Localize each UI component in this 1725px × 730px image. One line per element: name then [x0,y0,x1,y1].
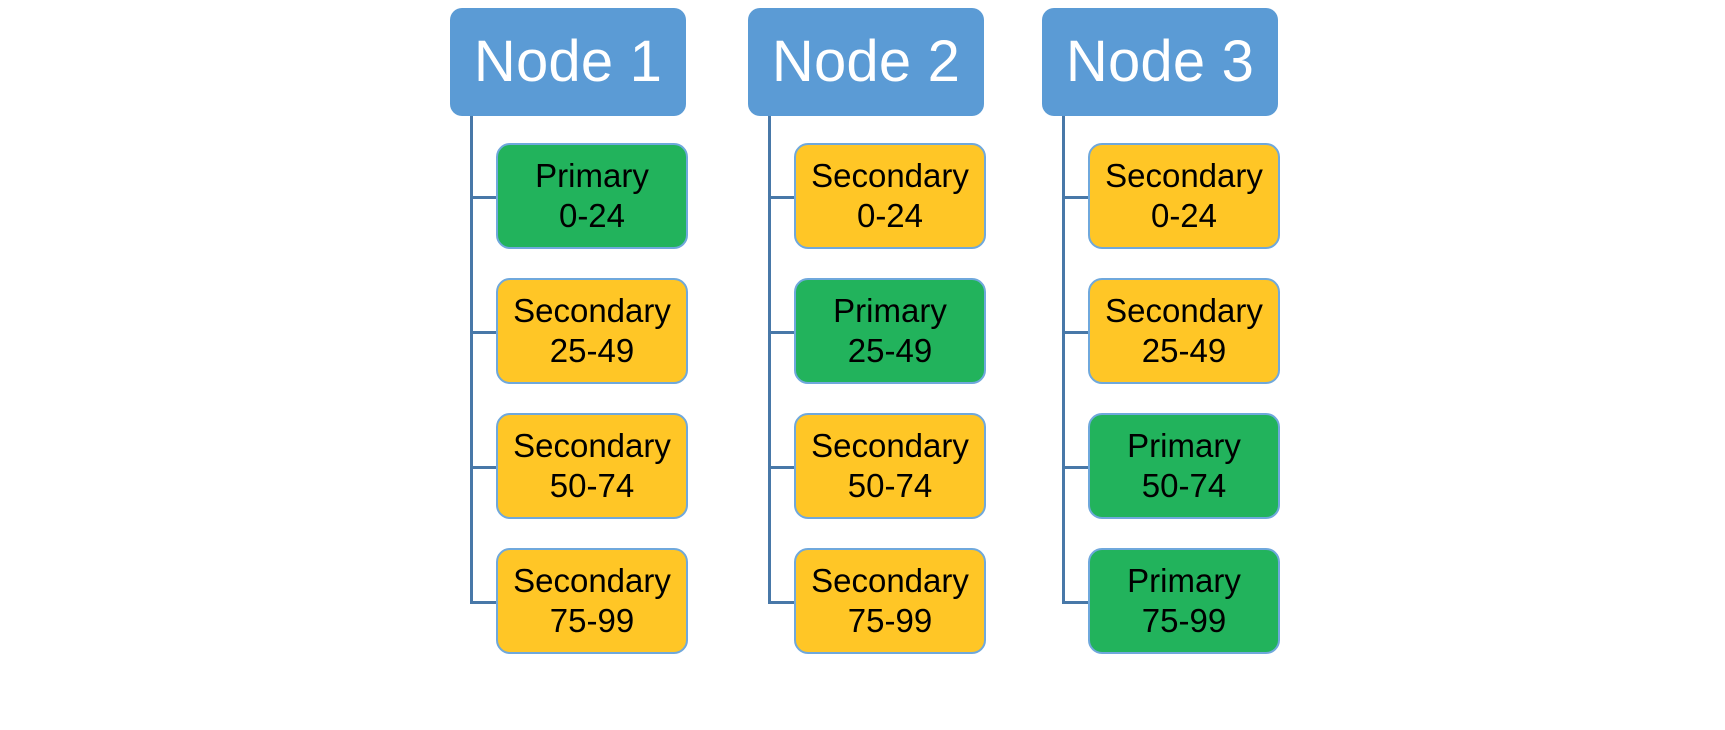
shard-box-3-3[interactable]: Primary 75-99 [1088,548,1280,654]
shard-role-label: Primary [1127,426,1241,464]
shard-box-1-1[interactable]: Secondary 25-49 [496,278,688,384]
connector-trunk-3 [1062,116,1065,603]
shard-range-label: 75-99 [847,602,933,639]
connector-stub-1-1 [470,331,498,334]
shard-box-3-0[interactable]: Secondary 0-24 [1088,143,1280,249]
shard-role-label: Secondary [513,561,671,599]
shard-range-label: 0-24 [1150,197,1218,234]
shard-range-label: 25-49 [847,332,933,369]
connector-trunk-1 [470,116,473,603]
shard-box-1-0[interactable]: Primary 0-24 [496,143,688,249]
node-header-2[interactable]: Node 2 [748,8,984,116]
shard-range-label: 50-74 [1141,467,1227,504]
shard-range-label: 50-74 [549,467,635,504]
connector-stub-1-0 [470,196,498,199]
shard-role-label: Secondary [1105,291,1263,329]
shard-box-3-2[interactable]: Primary 50-74 [1088,413,1280,519]
shard-box-2-1[interactable]: Primary 25-49 [794,278,986,384]
shard-range-label: 75-99 [1141,602,1227,639]
shard-box-1-3[interactable]: Secondary 75-99 [496,548,688,654]
shard-role-label: Secondary [1105,156,1263,194]
shard-range-label: 0-24 [558,197,626,234]
shard-range-label: 50-74 [847,467,933,504]
connector-stub-1-2 [470,466,498,469]
connector-stub-3-3 [1062,601,1090,604]
shard-range-label: 25-49 [1141,332,1227,369]
shard-box-1-2[interactable]: Secondary 50-74 [496,413,688,519]
shard-role-label: Primary [1127,561,1241,599]
connector-stub-2-1 [768,331,796,334]
shard-role-label: Secondary [811,156,969,194]
shard-role-label: Secondary [811,561,969,599]
connector-stub-3-0 [1062,196,1090,199]
shard-range-label: 25-49 [549,332,635,369]
connector-stub-2-3 [768,601,796,604]
shard-role-label: Secondary [811,426,969,464]
shard-role-label: Primary [535,156,649,194]
node-header-1[interactable]: Node 1 [450,8,686,116]
connector-stub-2-0 [768,196,796,199]
connector-stub-3-1 [1062,331,1090,334]
shard-role-label: Secondary [513,426,671,464]
shard-box-2-0[interactable]: Secondary 0-24 [794,143,986,249]
shard-box-2-2[interactable]: Secondary 50-74 [794,413,986,519]
shard-role-label: Secondary [513,291,671,329]
shard-range-label: 0-24 [856,197,924,234]
connector-stub-3-2 [1062,466,1090,469]
connector-stub-1-3 [470,601,498,604]
shard-role-label: Primary [833,291,947,329]
shard-box-3-1[interactable]: Secondary 25-49 [1088,278,1280,384]
connector-stub-2-2 [768,466,796,469]
shard-box-2-3[interactable]: Secondary 75-99 [794,548,986,654]
shard-range-label: 75-99 [549,602,635,639]
node-header-3[interactable]: Node 3 [1042,8,1278,116]
connector-trunk-2 [768,116,771,603]
